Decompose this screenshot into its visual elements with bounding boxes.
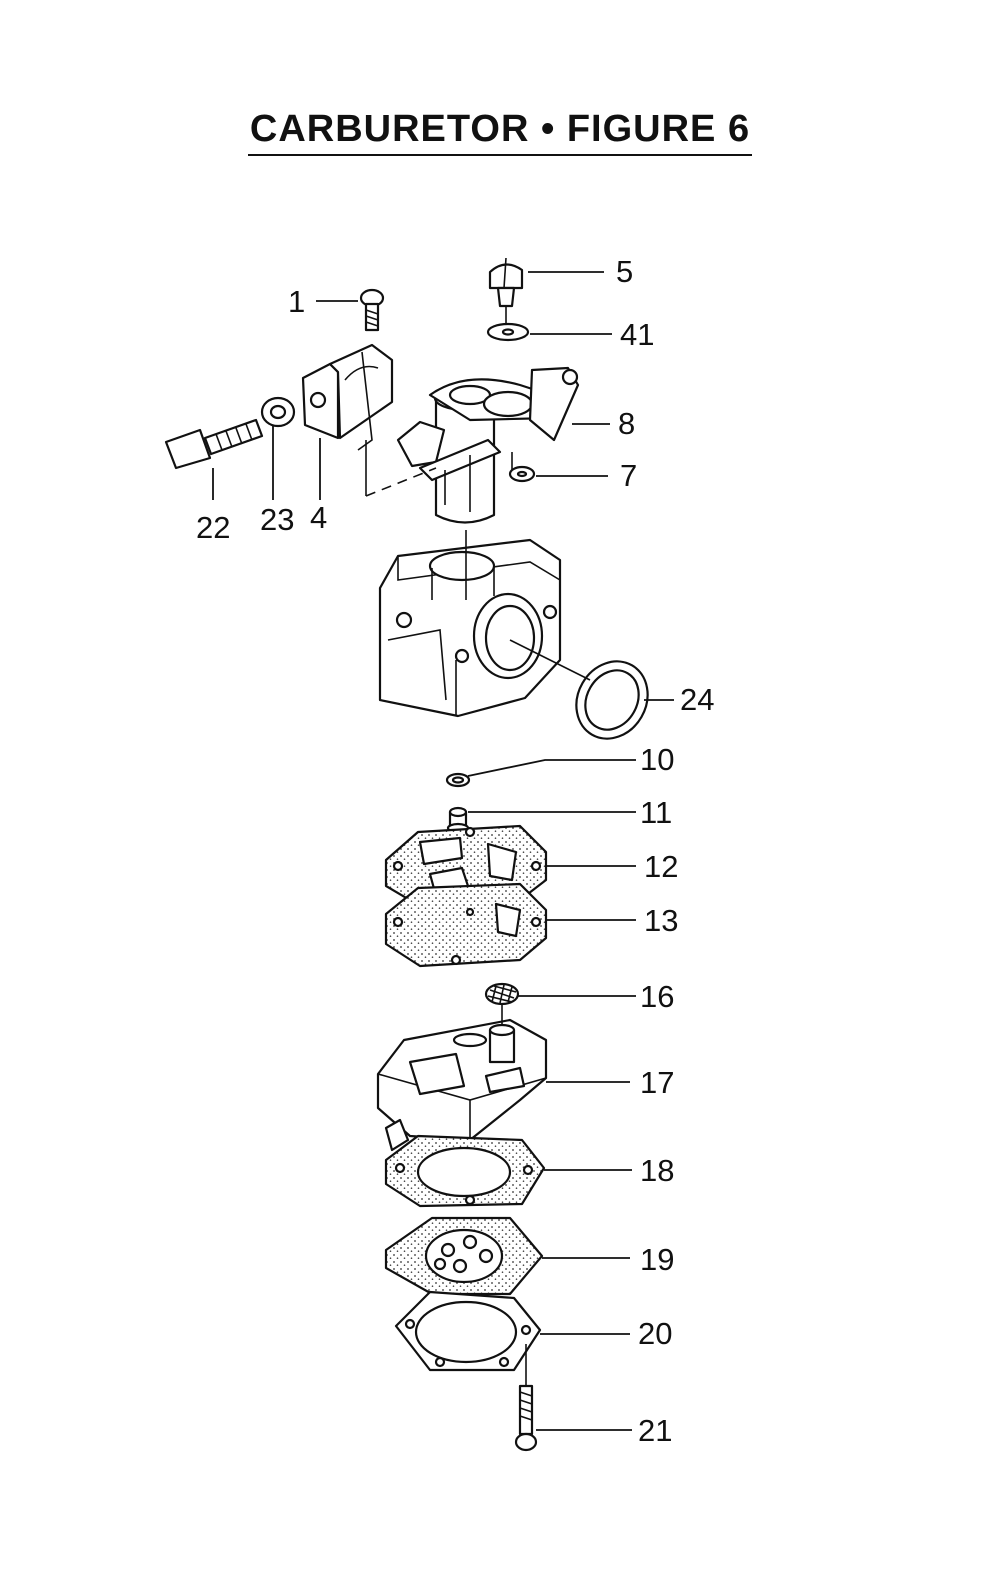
- figure-title-text: CARBURETOR • FIGURE 6: [247, 108, 753, 156]
- callout-22: 22: [196, 510, 230, 545]
- part-5-idle-screw: [488, 257, 524, 328]
- callout-24: 24: [680, 682, 714, 717]
- figure-title: CARBURETOR • FIGURE 6: [0, 108, 1000, 156]
- part-24-seal-ring: [509, 639, 649, 740]
- part-22-adjusting-screw: [164, 418, 264, 470]
- part-20-cover: [394, 1290, 542, 1372]
- part-1-screw: [359, 288, 385, 332]
- part-12-diaphragm: [384, 824, 548, 908]
- part-19-metering-diaphragm: [384, 1216, 544, 1296]
- part-7-small-washer: [508, 452, 536, 483]
- callout-23: 23: [260, 502, 294, 537]
- part-41-washer: [486, 322, 530, 342]
- callout-labels: 1 5 41 8 7 22 23 4 24 10 11 12 13 16 17 …: [196, 254, 714, 1448]
- part-17-metering-body: [376, 1004, 548, 1152]
- callout-21: 21: [638, 1413, 672, 1448]
- callout-18: 18: [640, 1153, 674, 1188]
- part-16-filter-screen: [484, 982, 520, 1006]
- part-8-throttle-valve: [396, 366, 580, 524]
- part-13-gasket: [384, 882, 548, 968]
- callout-4: 4: [310, 500, 327, 535]
- part-10-o-ring: [445, 772, 471, 788]
- callout-16: 16: [640, 979, 674, 1014]
- part-21-cover-screw: [514, 1344, 538, 1452]
- callout-10: 10: [640, 742, 674, 777]
- callout-1: 1: [288, 284, 305, 319]
- part-4-bracket: [301, 343, 394, 451]
- callout-17: 17: [640, 1065, 674, 1100]
- callout-19: 19: [640, 1242, 674, 1277]
- callout-13: 13: [644, 903, 678, 938]
- carburetor-body: [378, 530, 562, 718]
- callout-7: 7: [620, 458, 637, 493]
- callout-20: 20: [638, 1316, 672, 1351]
- callout-8: 8: [618, 406, 635, 441]
- part-23-nut: [260, 396, 296, 428]
- callout-12: 12: [644, 849, 678, 884]
- callout-11: 11: [640, 795, 672, 830]
- callout-41: 41: [620, 317, 654, 352]
- part-18-gasket: [384, 1134, 546, 1208]
- callout-5: 5: [616, 254, 633, 289]
